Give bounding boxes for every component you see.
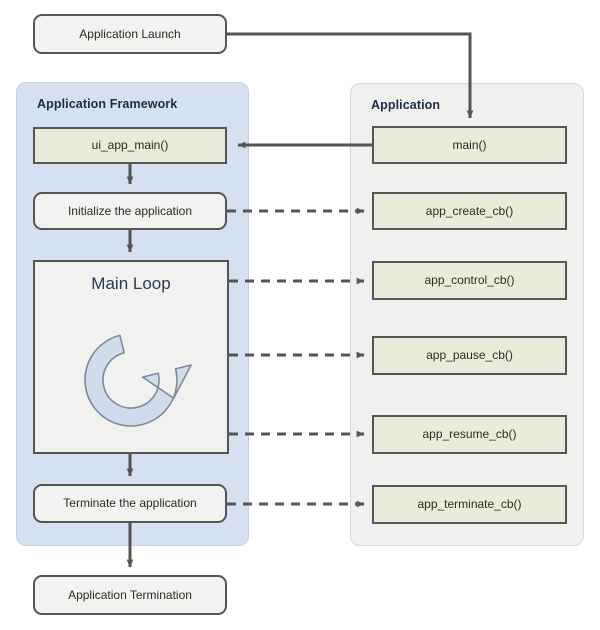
node-main-loop[interactable]: Main Loop (33, 260, 229, 454)
node-app-terminate-cb[interactable]: app_terminate_cb() (372, 485, 567, 524)
circular-loop-arrow-icon (84, 334, 192, 427)
node-app-resume-cb-label: app_resume_cb() (422, 427, 517, 442)
node-app-create-cb-label: app_create_cb() (425, 203, 514, 218)
node-app-pause-cb-label: app_pause_cb() (426, 348, 513, 363)
node-app-pause-cb[interactable]: app_pause_cb() (372, 336, 567, 375)
node-initialize-the-application-label: Initialize the application (67, 203, 193, 218)
node-main-loop-label: Main Loop (91, 274, 171, 293)
node-application-termination[interactable]: Application Termination (33, 575, 227, 615)
panel-application-framework-title: Application Framework (37, 97, 178, 111)
node-ui-app-main-label: ui_app_main() (91, 138, 169, 153)
node-application-termination-label: Application Termination (68, 587, 192, 602)
node-initialize-the-application[interactable]: Initialize the application (33, 192, 227, 230)
node-application-launch[interactable]: Application Launch (33, 14, 227, 54)
node-app-control-cb[interactable]: app_control_cb() (372, 261, 567, 300)
node-app-control-cb-label: app_control_cb() (424, 273, 515, 288)
node-ui-app-main[interactable]: ui_app_main() (33, 127, 227, 164)
panel-application-title: Application (371, 98, 441, 112)
node-main[interactable]: main() (372, 126, 567, 164)
node-app-terminate-cb-label: app_terminate_cb() (417, 497, 522, 512)
node-terminate-the-application[interactable]: Terminate the application (33, 484, 227, 523)
node-main-label: main() (452, 137, 487, 152)
node-terminate-the-application-label: Terminate the application (63, 496, 197, 511)
node-app-create-cb[interactable]: app_create_cb() (372, 192, 567, 230)
node-app-resume-cb[interactable]: app_resume_cb() (372, 415, 567, 454)
node-application-launch-label: Application Launch (79, 26, 181, 41)
